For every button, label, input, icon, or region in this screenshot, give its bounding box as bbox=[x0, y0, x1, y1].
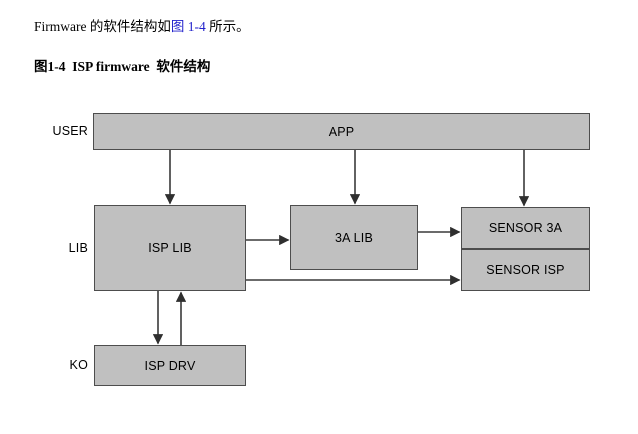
intro-sentence: Firmware 的软件结构如图 1-4 所示。 bbox=[34, 20, 250, 34]
figure-caption-latin: ISP firmware bbox=[72, 59, 150, 74]
figure-caption: 图1-4 ISP firmware 软件结构 bbox=[34, 60, 210, 74]
node-sensor-isp[interactable]: SENSOR ISP bbox=[461, 249, 590, 291]
node-isp-lib[interactable]: ISP LIB bbox=[94, 205, 246, 291]
node-app[interactable]: APP bbox=[93, 113, 590, 150]
figure-caption-chinese: 软件结构 bbox=[156, 59, 211, 74]
intro-text-before: Firmware bbox=[34, 19, 90, 34]
intro-text-after: 所示。 bbox=[205, 19, 250, 34]
node-isp-drv[interactable]: ISP DRV bbox=[94, 345, 246, 386]
figure-cross-reference-link[interactable]: 图 1-4 bbox=[170, 19, 206, 34]
node-sensor-3a[interactable]: SENSOR 3A bbox=[461, 207, 590, 249]
figure-caption-number: 图1-4 bbox=[34, 59, 66, 74]
node-3a-lib[interactable]: 3A LIB bbox=[290, 205, 418, 270]
intro-text-mid: 的软件结构如 bbox=[89, 19, 171, 34]
tier-label-user: USER bbox=[52, 124, 88, 138]
tier-label-lib: LIB bbox=[68, 241, 88, 255]
tier-label-ko: KO bbox=[69, 358, 88, 372]
